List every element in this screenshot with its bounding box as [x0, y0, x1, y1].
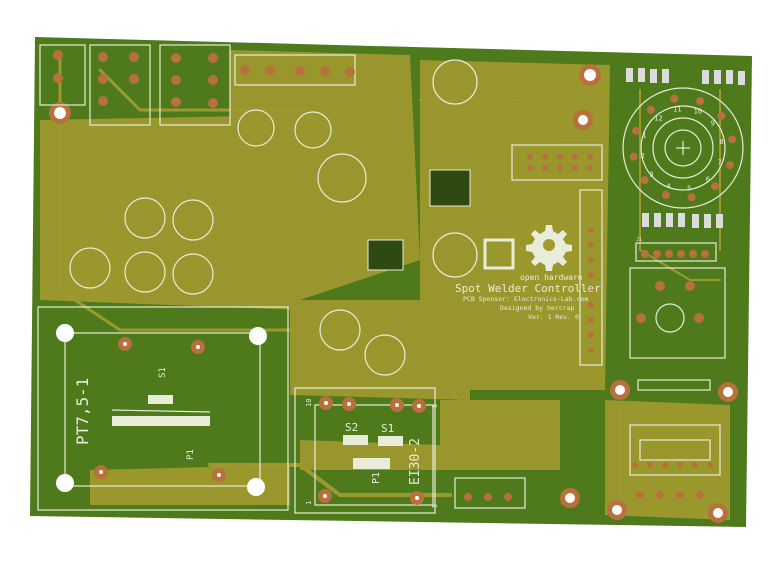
rotary-position-label: 12	[654, 114, 662, 122]
rotary-pad	[632, 126, 641, 135]
rotary-position-label: 7	[718, 159, 722, 167]
rotary-pad	[661, 190, 670, 199]
ics	[367, 144, 603, 509]
ei30-p1-label: P1	[371, 472, 382, 484]
rotary-pad	[646, 105, 655, 114]
j1-label: J1	[636, 237, 642, 243]
pt7-s1-label: S1	[158, 367, 168, 378]
ei30-s2-label: S2	[345, 421, 358, 434]
terminal-blocks	[39, 44, 356, 126]
board-sponsor: PCB Sponsor: Electronics-Lab.com	[463, 295, 588, 303]
rotary-position-label: 3	[649, 171, 653, 179]
rotary-pad	[725, 161, 734, 170]
rotary-pad	[687, 193, 696, 202]
ei30-pin-6: 6	[431, 404, 439, 408]
board-version: Ver. 1 Rev. 0	[528, 313, 579, 321]
rotary-pad	[717, 111, 726, 120]
capacitors	[69, 59, 478, 376]
rotary-pad	[640, 176, 649, 185]
ei30-pin-10: 10	[305, 399, 313, 407]
oshw-label: open hardware	[520, 273, 583, 282]
rotary-position-label: 11	[673, 106, 681, 114]
header-j1: J1	[635, 237, 717, 262]
rotary-pad	[629, 152, 638, 161]
rotary-position-label: 8	[719, 138, 723, 146]
rotary-pad	[711, 182, 720, 191]
board-designer: Designed by hercrap	[500, 304, 574, 312]
rotary-position-label: 1	[642, 131, 646, 139]
rotary-pad	[696, 97, 705, 106]
rotary-pad	[670, 94, 679, 103]
ei30-pin-1: 1	[305, 501, 313, 505]
right-module	[629, 267, 726, 499]
transformer-ei30: S2 S1 P1 EI30-2 10 6 1 5	[294, 387, 439, 514]
rotary-position-label: 2	[641, 152, 645, 160]
board-title: Spot Welder Controller	[455, 282, 601, 295]
rotary-position-label: 6	[706, 176, 710, 184]
mounting-holes	[49, 64, 738, 523]
ei30-pin-5: 5	[431, 504, 439, 508]
pt7-p1-label: P1	[186, 449, 196, 460]
ei30-label: EI30-2	[408, 438, 423, 485]
transformer-pt7: PT7,5-1 S1 P1	[37, 306, 289, 511]
resistor-array-bottom	[642, 213, 723, 228]
rotary-position-label: 9	[711, 119, 715, 127]
oshw-logo	[483, 225, 572, 271]
ei30-s1-label: S1	[381, 422, 394, 435]
rotary-pad	[728, 135, 737, 144]
rotary-position-label: 10	[694, 107, 702, 115]
rotary-position-label: 5	[687, 184, 691, 192]
rotary-position-label: 4	[666, 183, 670, 191]
pt7-label: PT7,5-1	[73, 378, 92, 445]
copper-pour	[40, 50, 730, 520]
resistor-array-top	[626, 68, 745, 85]
